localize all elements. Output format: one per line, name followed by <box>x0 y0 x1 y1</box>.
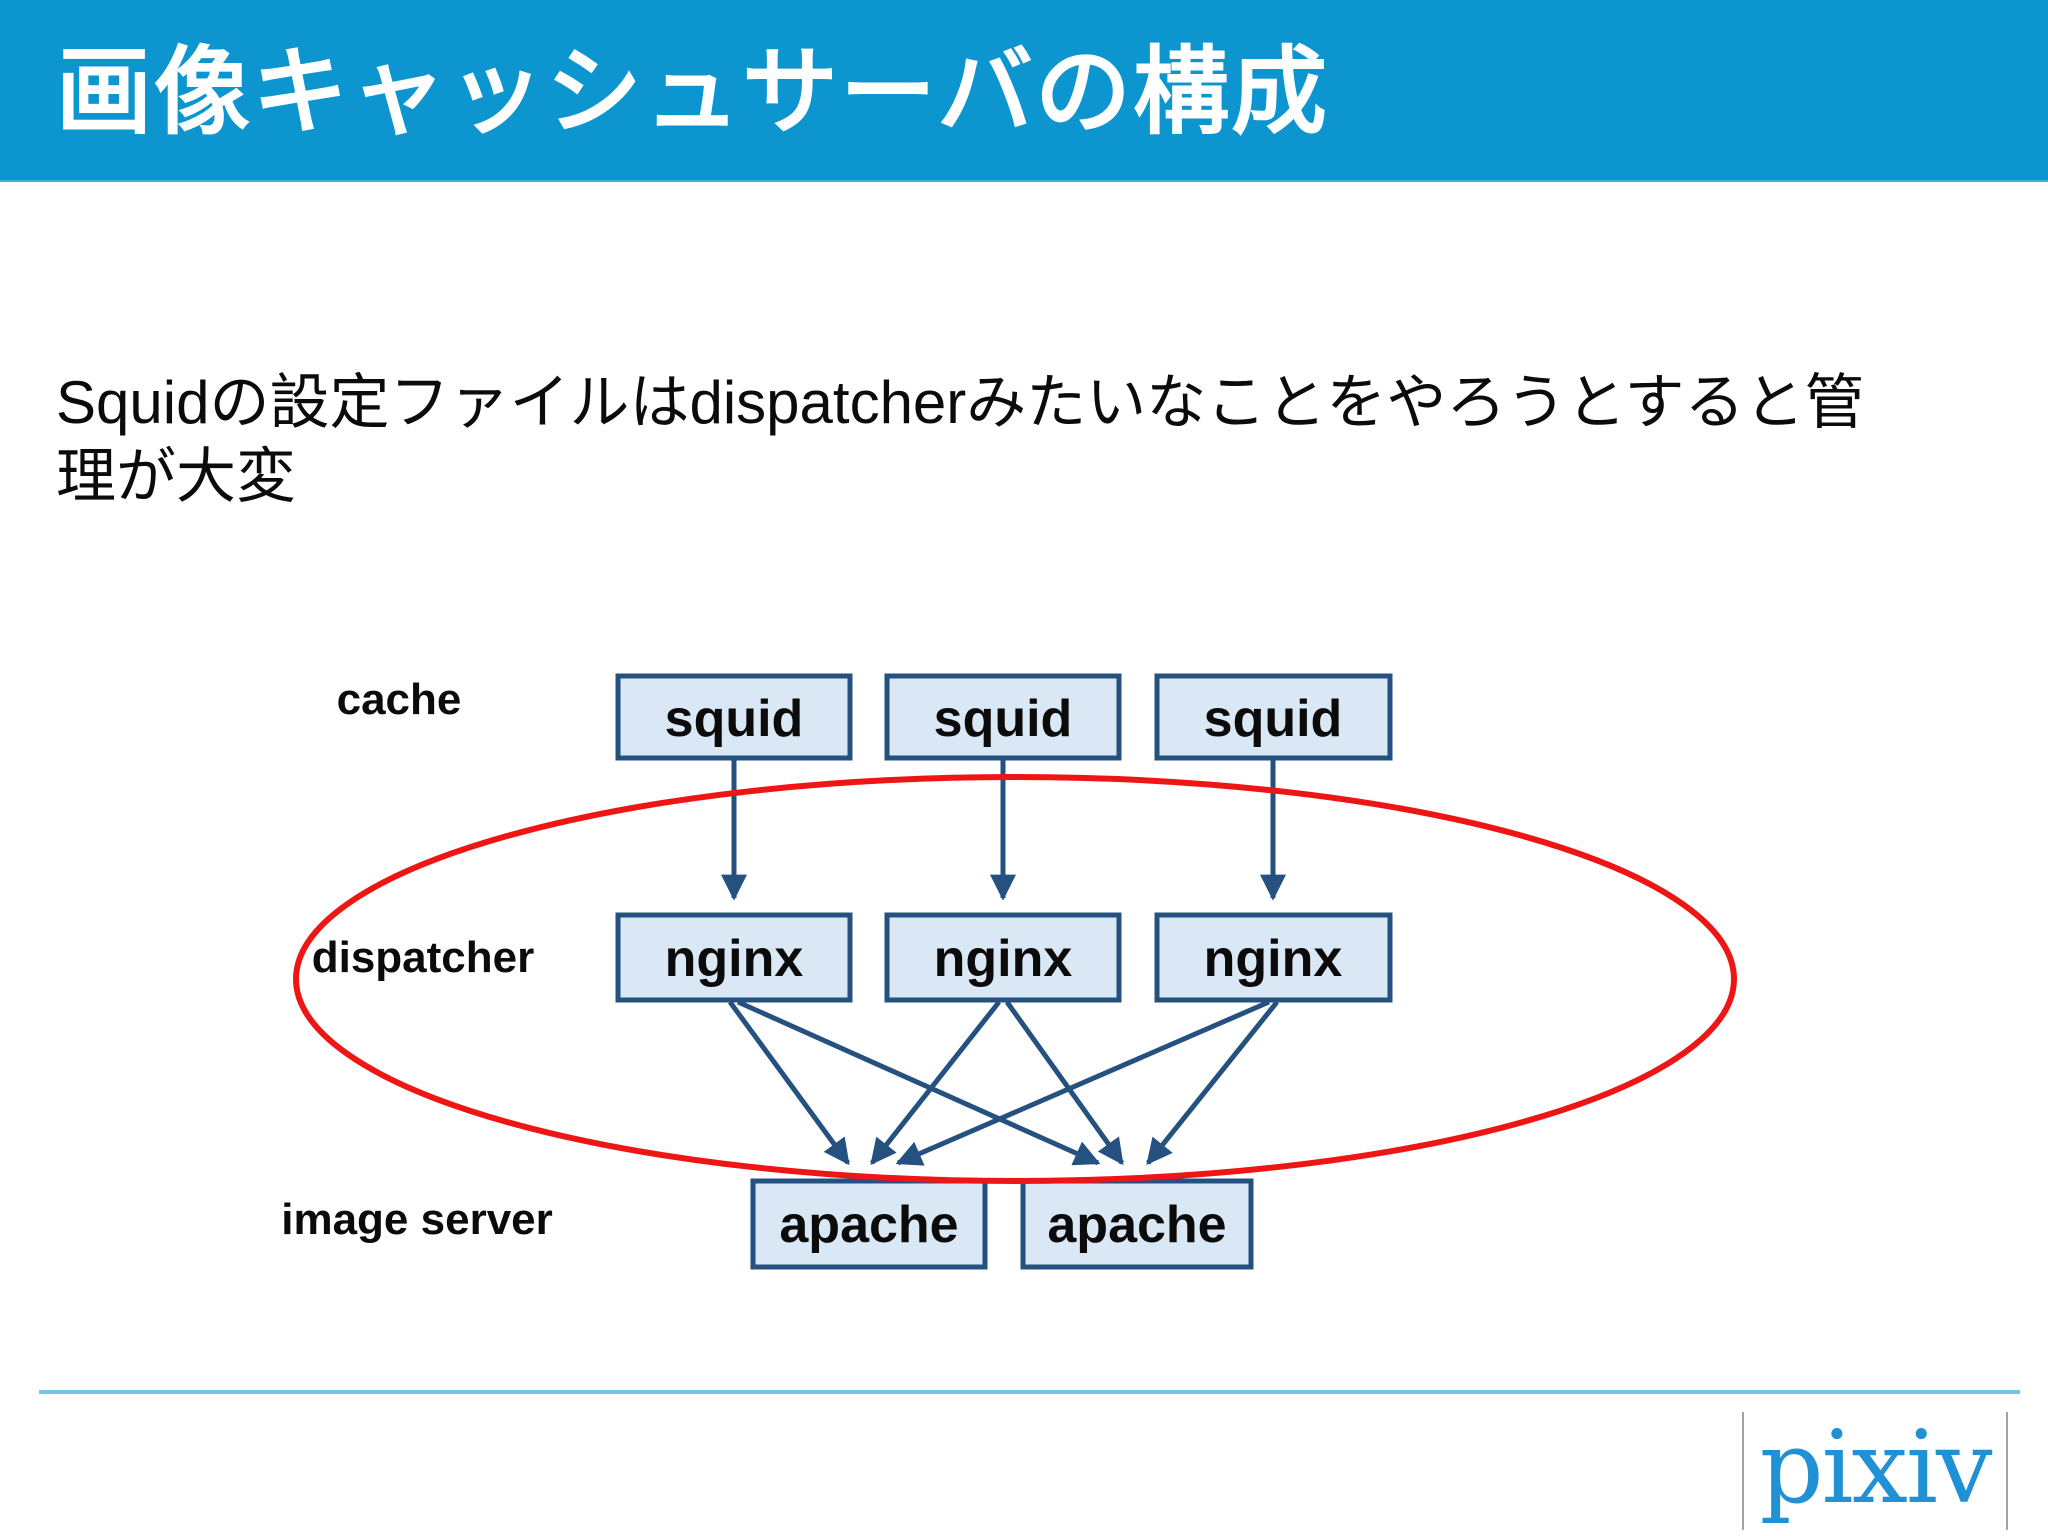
node-box-nginx-1 <box>615 912 853 1003</box>
footer-divider-line <box>39 1390 2020 1394</box>
node-box-nginx-3 <box>1154 912 1393 1003</box>
edge-nginx1-apache1 <box>727 1000 851 1166</box>
node-box-nginx-2 <box>884 912 1122 1003</box>
header-bar: 画像キャッシュサーバの構成 <box>0 0 2048 182</box>
slide-title: 画像キャッシュサーバの構成 <box>56 38 1330 146</box>
node-box-squid-2 <box>884 673 1122 761</box>
edge-nginx3-apache2 <box>1146 1000 1279 1166</box>
node-label-nginx-1: nginx <box>665 930 804 988</box>
edge-nginx3-apache1 <box>895 999 1270 1166</box>
row-label-dispatcher: dispatcher <box>312 933 535 982</box>
row-label-image-server: image server <box>281 1195 553 1244</box>
body-text-line1: Squidの設定ファイルはdispatcherみたいなことをやろうとすると管 <box>56 369 1865 436</box>
node-label-nginx-3: nginx <box>1204 930 1343 988</box>
pixiv-logo: pixiv <box>1742 1412 2008 1530</box>
dispatcher-highlight-ellipse <box>293 774 1737 1184</box>
node-box-squid-3 <box>1154 673 1393 761</box>
node-label-apache-1: apache <box>779 1196 958 1254</box>
body-text: Squidの設定ファイルはdispatcherみたいなことをやろうとすると管 理… <box>56 366 1996 514</box>
node-label-apache-2: apache <box>1047 1196 1226 1254</box>
edge-nginx2-apache1 <box>870 1000 1001 1166</box>
node-label-squid-3: squid <box>1204 690 1343 748</box>
pixiv-logo-text: pixiv <box>1759 1409 1993 1526</box>
edge-nginx2-apache2 <box>1004 1000 1125 1166</box>
node-label-squid-1: squid <box>665 690 804 748</box>
node-label-nginx-2: nginx <box>934 930 1073 988</box>
body-text-line2: 理が大変 <box>56 443 296 510</box>
row-label-cache: cache <box>337 675 462 724</box>
node-label-squid-2: squid <box>934 690 1073 748</box>
edge-nginx1-apache2 <box>736 999 1101 1166</box>
node-box-squid-1 <box>615 673 853 761</box>
node-box-apache-1 <box>750 1178 988 1270</box>
